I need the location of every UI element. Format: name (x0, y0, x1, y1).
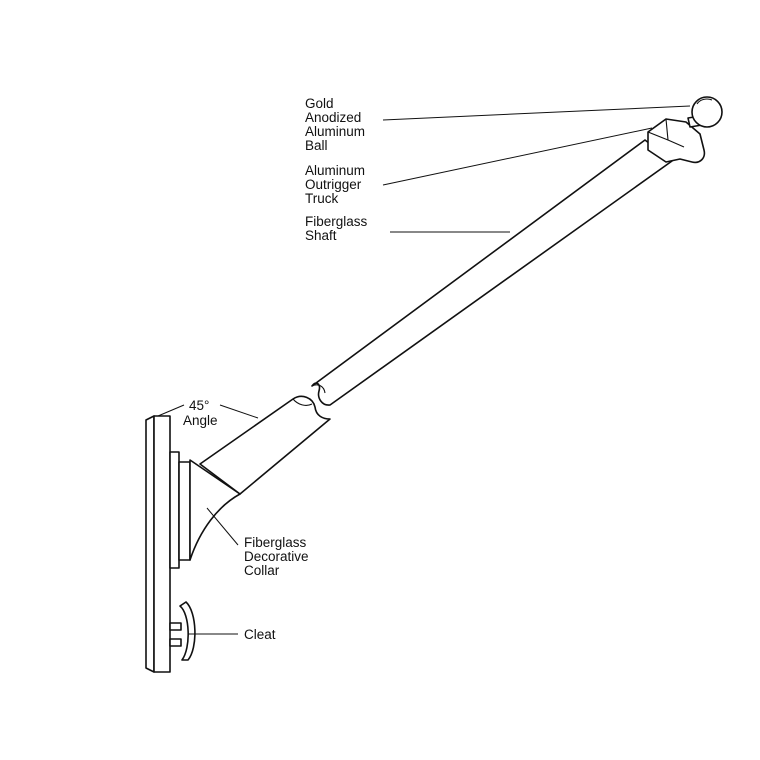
collar-label-line-3: Collar (244, 563, 280, 578)
truck-lower-edge (647, 131, 669, 141)
label-45-angle: 45° Angle (183, 398, 218, 428)
mount-flange (169, 451, 180, 569)
ball-label-line-1: Gold (305, 96, 334, 111)
truck-leader (382, 127, 653, 186)
truck-label-line-3: Truck (305, 191, 338, 206)
shaft-label-line-1: Fiberglass (305, 214, 368, 229)
leader-lines (157, 105, 691, 635)
label-fiberglass-decorative-collar: Fiberglass Decorative Collar (244, 535, 309, 578)
cleat-post-lower (169, 638, 182, 647)
ball-leader (382, 105, 691, 121)
shaft-label-line-2: Shaft (305, 228, 337, 243)
ball-highlight (696, 98, 713, 105)
cleat (169, 601, 196, 661)
cleat-label: Cleat (244, 627, 276, 642)
cleat-post-upper (169, 622, 182, 631)
label-fiberglass-shaft: Fiberglass Shaft (305, 214, 368, 243)
base-plate-left-edge (145, 415, 155, 673)
mount-hub (178, 461, 191, 561)
ball-label-line-3: Aluminum (305, 124, 365, 139)
collar-label-line-1: Fiberglass (244, 535, 307, 550)
truck-body (647, 118, 706, 164)
label-cleat: Cleat (244, 627, 276, 642)
ball-label-line-2: Anodized (305, 110, 361, 125)
outrigger-truck (647, 118, 706, 164)
upper-shaft (311, 139, 673, 406)
ball-label-line-4: Ball (305, 138, 328, 153)
label-aluminum-outrigger-truck: Aluminum Outrigger Truck (305, 163, 365, 206)
decorative-collar (189, 459, 241, 561)
collar-label-line-2: Decorative (244, 549, 309, 564)
lower-shaft (199, 395, 331, 495)
angle-label-line-2: Angle (183, 413, 218, 428)
truck-label-line-1: Aluminum (305, 163, 365, 178)
lower-shaft-break-curl (292, 398, 313, 406)
lower-shaft-body (199, 395, 331, 495)
ball-icon (691, 96, 723, 128)
base-plate (153, 415, 171, 673)
cleat-hook (179, 601, 196, 661)
truck-label-line-2: Outrigger (305, 177, 362, 192)
angle-leader-left (157, 404, 185, 417)
collar-leader (206, 507, 239, 546)
upper-shaft-body (311, 139, 673, 406)
wall-bracket (145, 415, 191, 673)
angle-leader-right (219, 404, 259, 419)
label-gold-anodized-aluminum-ball: Gold Anodized Aluminum Ball (305, 96, 365, 153)
upper-shaft-break-curl (311, 384, 326, 394)
finial-ball (687, 96, 723, 128)
angle-label-line-1: 45° (189, 398, 209, 413)
